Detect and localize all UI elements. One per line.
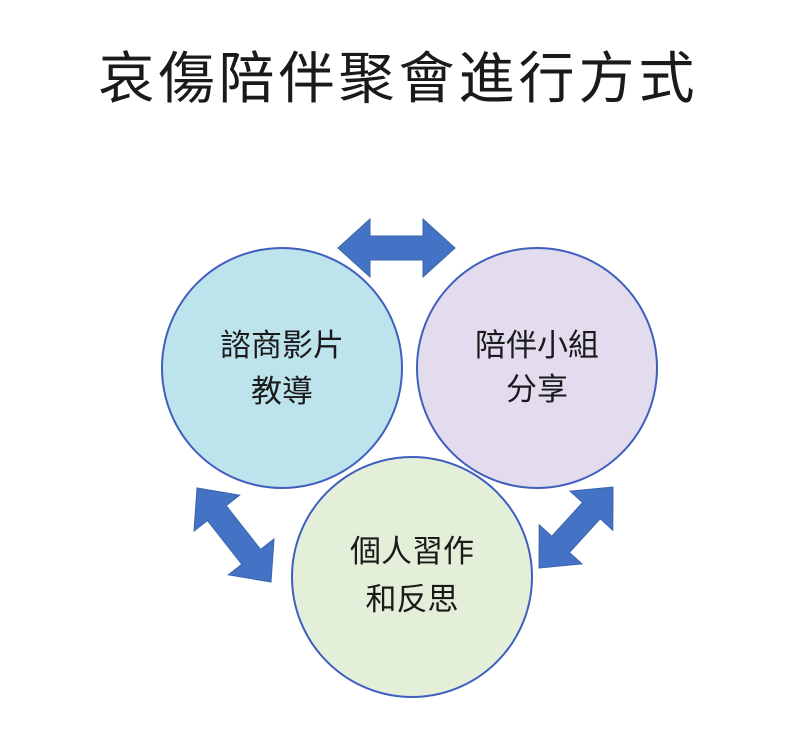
label-reflect-line2: 和反思 [366, 582, 459, 618]
page-title: 哀傷陪伴聚會進行方式 [98, 47, 699, 112]
circle-consult-video [161, 247, 403, 489]
double-arrow-consult-group [337, 217, 456, 279]
circle-companion-group [416, 247, 658, 489]
double-arrow-consult-reflect [193, 487, 275, 583]
label-reflect-line1: 個人習作 [350, 534, 474, 570]
label-consult-line1: 諮商影片 [220, 328, 344, 364]
label-group-line1: 陪伴小組 [475, 328, 599, 364]
double-arrow-group-reflect [538, 486, 614, 569]
label-consult-line2: 教導 [251, 374, 313, 410]
label-group-line2: 分享 [506, 372, 568, 408]
circle-personal-reflection [291, 456, 533, 698]
